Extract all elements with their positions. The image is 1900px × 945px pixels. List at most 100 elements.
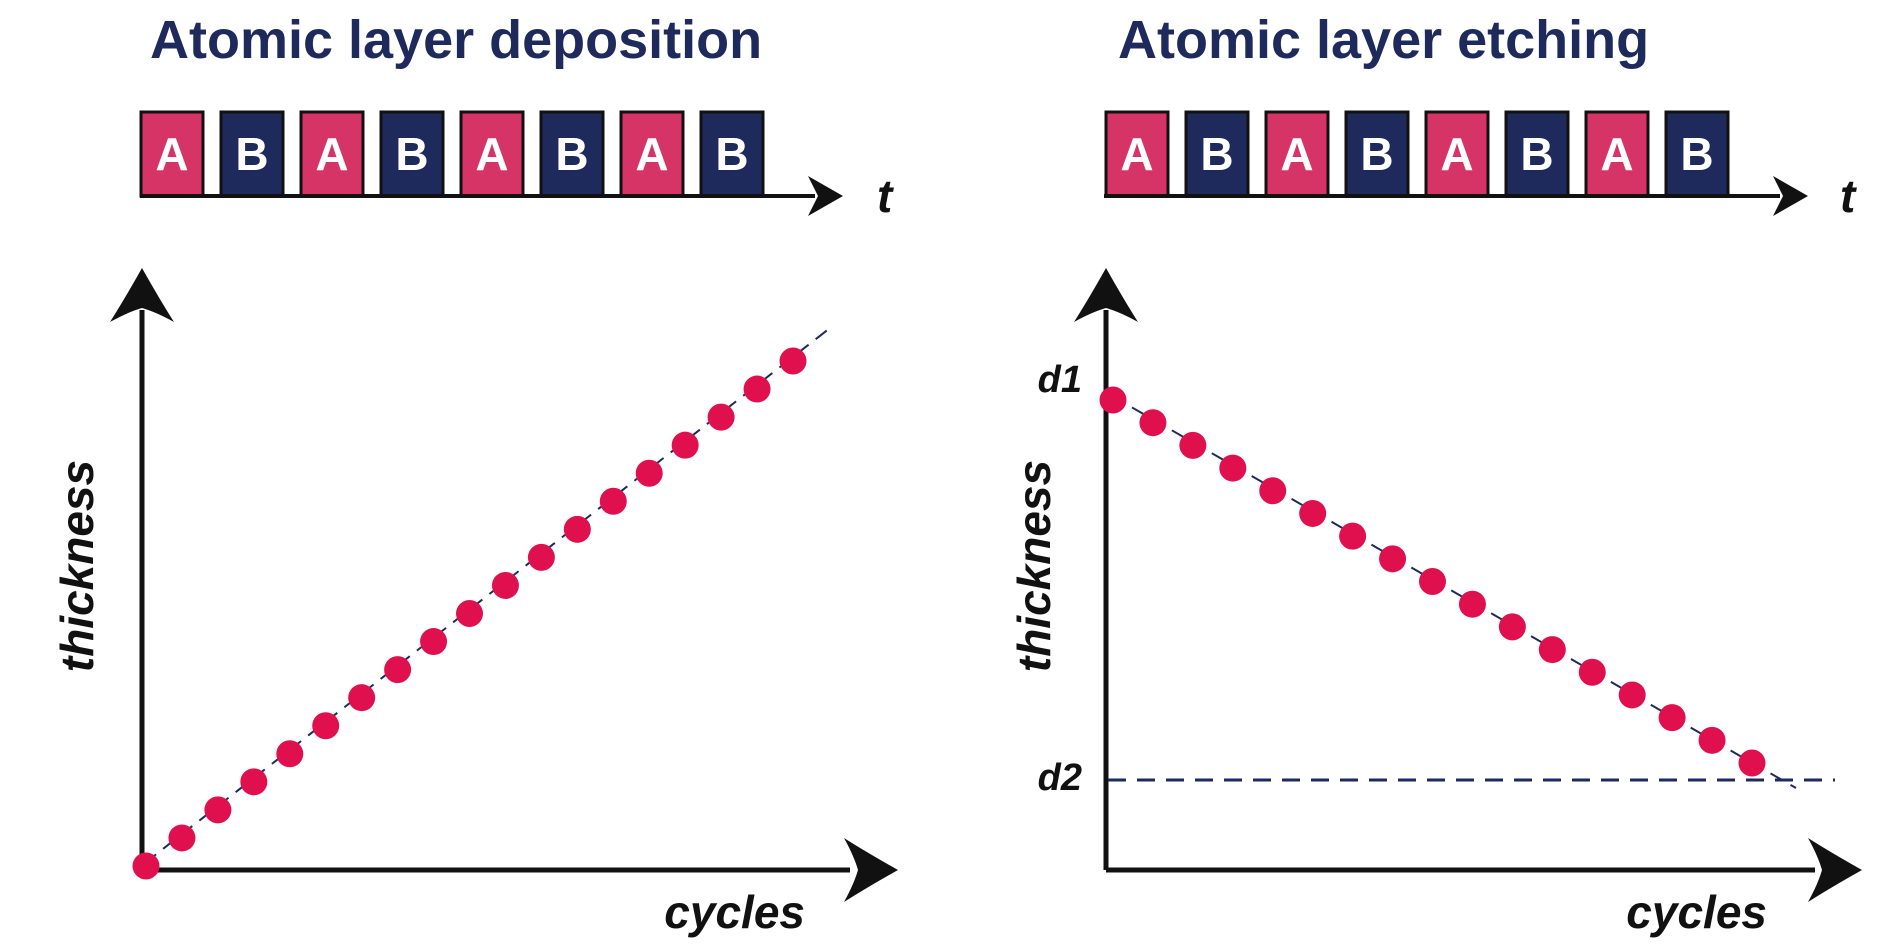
deposition-data-point xyxy=(240,768,268,796)
etching-trend-line xyxy=(1111,395,1797,789)
deposition-data-point xyxy=(276,740,304,768)
etching-pulse-5: A xyxy=(1424,110,1490,198)
deposition-pulse-letter: B xyxy=(395,128,428,180)
deposition-pulse-letter: A xyxy=(635,128,668,180)
deposition-data-point xyxy=(420,628,448,656)
deposition-pulse-7: A xyxy=(619,110,685,198)
etching-data-point xyxy=(1618,681,1646,709)
deposition-data-point xyxy=(527,543,555,571)
deposition-data-point xyxy=(707,403,735,431)
etching-data-point xyxy=(1738,749,1766,777)
deposition-pulse-letter: B xyxy=(715,128,748,180)
etching-data-point xyxy=(1658,704,1686,732)
etching-data-point xyxy=(1578,658,1606,686)
etching-data-point xyxy=(1139,409,1167,437)
etching-y-arrow-icon xyxy=(1074,268,1138,322)
etching-pulse-letter: B xyxy=(1680,128,1713,180)
deposition-data-point xyxy=(312,712,340,740)
etching-pulse-letter: B xyxy=(1360,128,1393,180)
deposition-data-point xyxy=(456,600,483,627)
deposition-pulse-6: B xyxy=(539,110,605,198)
deposition-time-label: t xyxy=(877,170,894,222)
etching-data-point xyxy=(1179,431,1207,459)
deposition-data-point xyxy=(743,375,771,403)
etching-pulse-4: B xyxy=(1344,110,1410,198)
deposition-title: Atomic layer deposition xyxy=(150,10,762,70)
etching-data-points xyxy=(1099,386,1766,777)
deposition-data-point xyxy=(671,431,699,459)
deposition-y-arrow-icon xyxy=(110,268,174,322)
etching-data-point xyxy=(1099,386,1127,414)
etching-pulse-box xyxy=(1184,110,1250,198)
etching-pulse-letter: A xyxy=(1120,128,1153,180)
etching-data-point xyxy=(1498,613,1526,641)
etching-pulse-letter: A xyxy=(1600,128,1633,180)
deposition-pulse-box xyxy=(539,110,605,198)
deposition-pulse-letter: A xyxy=(155,128,188,180)
deposition-pulse-box xyxy=(699,110,765,198)
deposition-pulse-letter: A xyxy=(475,128,508,180)
etching-y-label: thickness xyxy=(1008,460,1060,672)
etching-data-point xyxy=(1419,568,1446,595)
deposition-pulse-box xyxy=(379,110,445,198)
deposition-data-point xyxy=(491,571,519,599)
etching-data-point xyxy=(1339,522,1367,550)
deposition-data-point xyxy=(635,459,663,487)
deposition-data-point xyxy=(563,515,591,543)
etching-pulse-box xyxy=(1664,110,1730,198)
etching-pulse-box xyxy=(1424,110,1490,198)
etching-data-point xyxy=(1299,499,1327,527)
etching-pulse-letter: B xyxy=(1520,128,1553,180)
deposition-x-arrow-icon xyxy=(844,838,898,902)
etching-pulse-box xyxy=(1584,110,1650,198)
etching-data-point xyxy=(1259,477,1287,505)
etching-time-arrow-icon xyxy=(1773,176,1808,216)
etching-pulse-7: A xyxy=(1584,110,1650,198)
deposition-data-point xyxy=(348,684,376,712)
deposition-data-point xyxy=(132,852,160,880)
etching-data-point xyxy=(1219,454,1247,482)
deposition-pulse-2: B xyxy=(219,110,285,198)
deposition-pulse-3: A xyxy=(299,110,365,198)
deposition-data-point xyxy=(384,656,412,684)
etching-time-label: t xyxy=(1840,170,1857,222)
etching-pulse-letter: B xyxy=(1200,128,1233,180)
etching-pulse-8: B xyxy=(1664,110,1730,198)
deposition-pulse-1: A xyxy=(139,110,205,198)
etching-end-level-label: d2 xyxy=(1038,757,1082,799)
etching-x-label: cycles xyxy=(1626,886,1767,938)
etching-pulse-letter: A xyxy=(1280,128,1313,180)
etching-pulse-1: A xyxy=(1104,110,1170,198)
deposition-data-point xyxy=(779,347,807,375)
deposition-pulse-letter: B xyxy=(235,128,268,180)
etching-pulse-box xyxy=(1504,110,1570,198)
deposition-pulse-8: B xyxy=(699,110,765,198)
deposition-data-point xyxy=(168,824,196,852)
etching-title: Atomic layer etching xyxy=(1118,10,1649,70)
deposition-time-arrow-icon xyxy=(808,176,843,216)
etching-x-arrow-icon xyxy=(1808,838,1862,902)
etching-pulse-box xyxy=(1264,110,1330,198)
deposition-data-points xyxy=(132,347,807,880)
etching-pulse-3: A xyxy=(1264,110,1330,198)
etching-data-point xyxy=(1458,590,1486,618)
etching-data-point xyxy=(1379,545,1407,573)
deposition-y-label: thickness xyxy=(51,460,103,672)
etching-start-level-label: d1 xyxy=(1038,359,1082,401)
deposition-data-point xyxy=(204,796,232,824)
etching-pulse-letter: A xyxy=(1440,128,1473,180)
deposition-data-point xyxy=(599,487,627,515)
etching-pulse-2: B xyxy=(1184,110,1250,198)
deposition-x-label: cycles xyxy=(664,886,805,938)
etching-pulse-6: B xyxy=(1504,110,1570,198)
deposition-pulse-letter: A xyxy=(315,128,348,180)
etching-data-point xyxy=(1698,726,1726,754)
etching-data-point xyxy=(1538,636,1566,664)
deposition-pulse-5: A xyxy=(459,110,525,198)
deposition-pulse-letter: B xyxy=(555,128,588,180)
